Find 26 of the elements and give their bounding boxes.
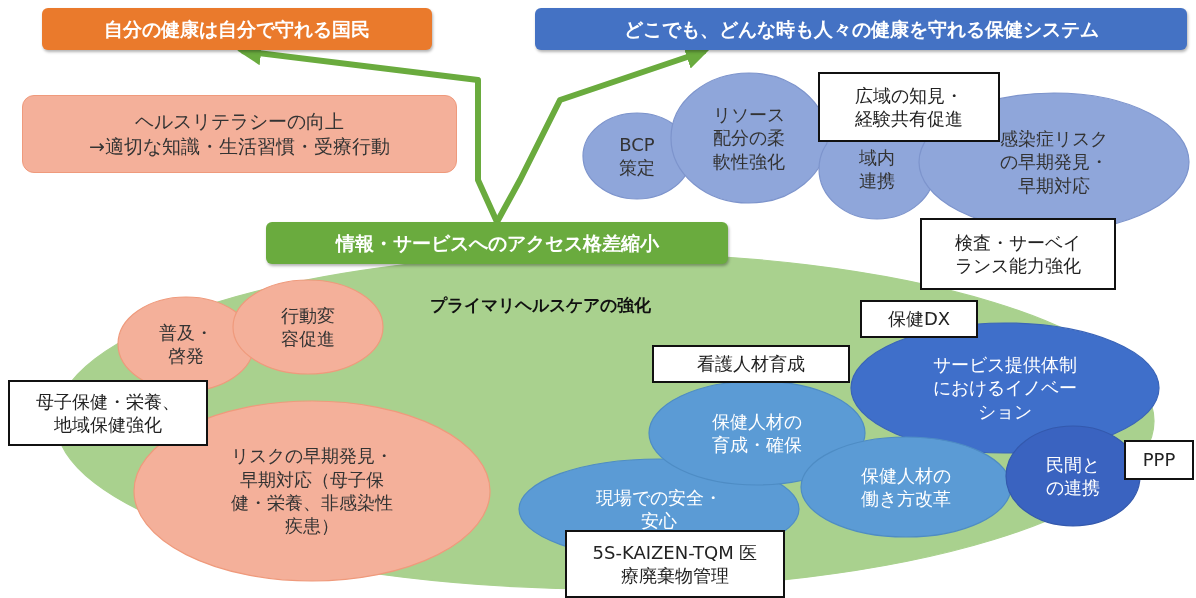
note-box: 広域の知見・経験共有促進	[818, 72, 1000, 142]
topic-label: サービス提供体制におけるイノベーション	[933, 352, 1077, 424]
info-text: ヘルスリテラシーの向上	[135, 109, 344, 134]
topic-label: リスクの早期発見・早期対応（母子保健・栄養、非感染性疾患）	[231, 444, 393, 538]
goal-banner: 自分の健康は自分で守れる国民	[42, 8, 432, 50]
info-box	[22, 95, 457, 173]
goal-banner: どこでも、どんな時も人々の健康を守れる保健システム	[535, 8, 1187, 50]
topic-label: BCP策定	[618, 132, 656, 180]
note-box: 検査・サーベイランス能力強化	[920, 218, 1116, 290]
topic-label: 行動変容促進	[281, 303, 335, 351]
info-text: →適切な知識・生活習慣・受療行動	[89, 134, 390, 159]
note-box: PPP	[1124, 440, 1194, 480]
topic-label: 感染症リスクの早期発見・早期対応	[1000, 126, 1108, 198]
topic-label: リソース配分の柔軟性強化	[713, 102, 785, 174]
topic-label: 保健人材の育成・確保	[712, 409, 802, 457]
region-title: プライマリヘルスケアの強化	[430, 294, 651, 317]
topic-label: 現場での安全・安心	[596, 485, 722, 533]
topic-label: 民間との連携	[1046, 452, 1100, 500]
note-box: 保健DX	[860, 300, 978, 338]
strategy-banner: 情報・サービスへのアクセス格差縮小	[266, 222, 728, 264]
topic-label: 域内連携	[859, 145, 895, 193]
topic-label: 普及・啓発	[159, 320, 213, 368]
topic-label: 保健人材の働き方改革	[861, 463, 951, 511]
note-box: 看護人材育成	[652, 345, 850, 383]
note-box: 5S-KAIZEN-TQM 医療廃棄物管理	[565, 530, 785, 598]
note-box: 母子保健・栄養、地域保健強化	[8, 380, 208, 446]
